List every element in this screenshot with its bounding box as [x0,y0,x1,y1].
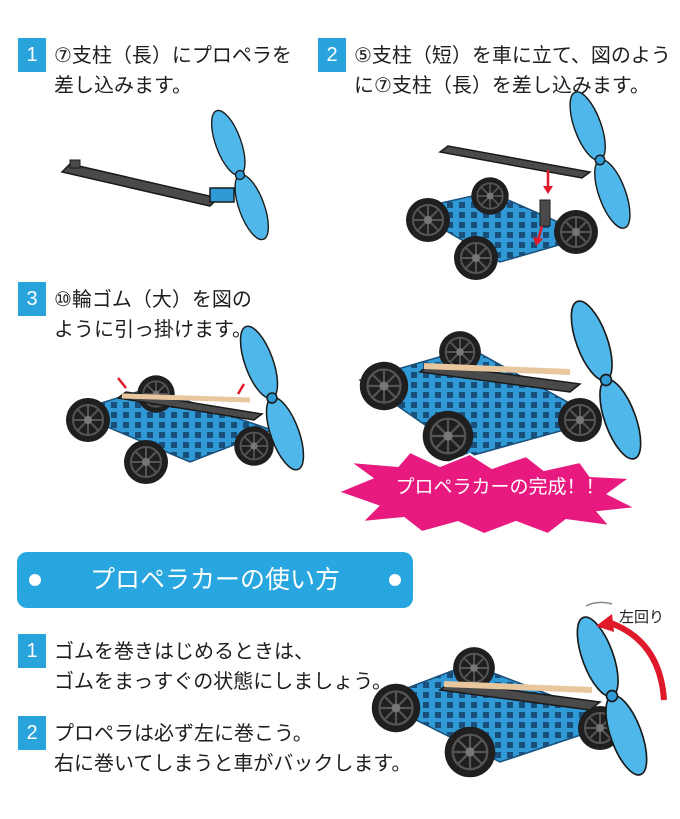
usage2-text-line1: プロペラは必ず左に巻こう。 [54,721,313,745]
usage-banner: プロペラカーの使い方 [17,552,413,608]
usage-car-illustration [370,601,667,781]
step-number-3: 3 [18,282,46,316]
step1-illustration [60,105,276,245]
usage2-text-line2: 右に巻いてしまうと車がバックします。 [54,751,412,775]
rotation-label: 左回り [619,608,665,626]
step-number-2: 2 [318,38,346,72]
usage-number-2: 2 [18,716,46,750]
step2-text-line2: に⑦支柱（長）を差し込みます。 [354,73,650,97]
banner-dot-right [389,574,401,586]
banner-dot-left [29,574,41,586]
usage1-text-line1: ゴムを巻きはじめるときは、 [54,639,314,663]
step1-text-line1: ⑦支柱（長）にプロペラを [54,43,292,67]
complete-burst [335,450,640,536]
step-number-1: 1 [18,38,46,72]
step3-illustration [65,321,312,485]
step3-text-line1: ⑩輪ゴム（大）を図の [54,287,252,311]
step1-text-line2: 差し込みます。 [54,73,192,97]
step2-illustration [405,86,638,281]
step3-text-line2: ように引っ掛けます。 [54,317,252,341]
complete-label: プロペラカーの完成！！ [395,476,605,498]
usage-title: プロペラカーの使い方 [89,565,340,594]
usage-number-1: 1 [18,634,46,668]
step2-text-line1: ⑤支柱（短）を車に立て、図のよう [354,43,671,67]
usage1-text-line2: ゴムをまっすぐの状態にしましょう。 [54,669,392,693]
completed-car-illustration [358,295,650,465]
